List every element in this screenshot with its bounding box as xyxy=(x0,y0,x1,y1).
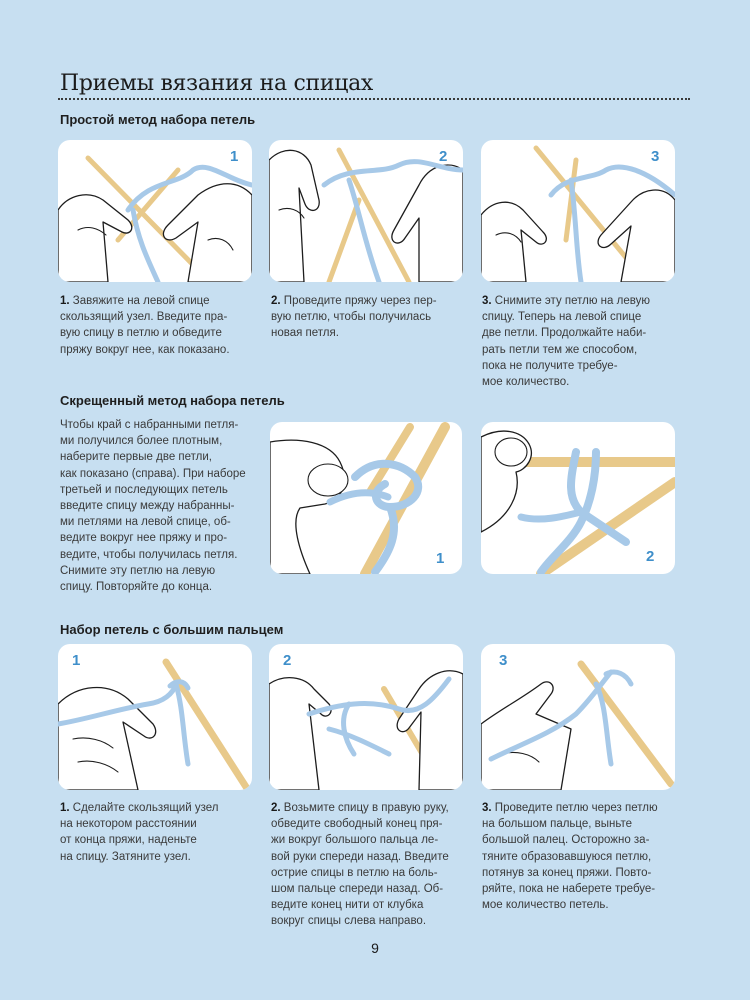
step-caption-thumb-3: 3. Проведите петлю через петлю на большо… xyxy=(482,802,658,912)
thumb-cast-on-illustration xyxy=(481,660,675,790)
illustration-card-crossed-1: 1 xyxy=(270,422,462,574)
crossed-loop-illustration xyxy=(270,422,450,574)
step-number: 1 xyxy=(72,652,81,669)
illustration-card-thumb-2: 2 xyxy=(269,644,463,790)
illustration-card-simple-3: 3 xyxy=(481,140,675,282)
knitting-hands-illustration xyxy=(269,147,463,282)
thumb-cast-on-illustration xyxy=(58,658,252,790)
illustration-card-thumb-3: 3 xyxy=(481,644,675,790)
illustration-card-thumb-1: 1 xyxy=(58,644,252,790)
step-number: 3 xyxy=(499,652,508,669)
page-number: 9 xyxy=(371,940,379,956)
crossed-method-description: Чтобы край с набранными петля- ми получи… xyxy=(60,419,246,594)
step-caption-simple-3: 3. Снимите эту петлю на левую спицу. Теп… xyxy=(482,295,650,389)
section-heading-simple-cast-on: Простой метод набора петель xyxy=(60,112,256,127)
step-number: 2 xyxy=(283,652,292,669)
knitting-hands-illustration xyxy=(481,145,675,282)
step-caption-thumb-1: 1. Сделайте скользящий узел на некотором… xyxy=(60,802,219,863)
section-heading-crossed-cast-on: Скрещенный метод набора петель xyxy=(60,393,285,408)
step-number: 1 xyxy=(436,550,445,567)
thumb-cast-on-illustration xyxy=(269,670,463,790)
knitting-hands-illustration xyxy=(58,155,252,282)
step-number: 1 xyxy=(230,148,239,165)
illustration-card-crossed-2: 2 xyxy=(481,422,675,574)
step-number: 3 xyxy=(651,148,660,165)
step-caption-thumb-2: 2. Возьмите спицу в правую руку, обведит… xyxy=(271,802,449,928)
illustration-card-simple-1: 1 xyxy=(58,140,252,282)
step-caption-simple-2: 2. Проведите пряжу через пер- вую петлю,… xyxy=(271,295,437,340)
title-divider xyxy=(58,98,690,100)
step-caption-simple-1: 1. Завяжите на левой спице скользящий уз… xyxy=(60,295,230,356)
page-title: Приемы вязания на спицах xyxy=(60,71,374,96)
crossed-loop-illustration xyxy=(481,430,675,574)
step-number: 2 xyxy=(439,148,448,165)
section-heading-thumb-cast-on: Набор петель с большим пальцем xyxy=(60,622,284,637)
step-number: 2 xyxy=(646,548,655,565)
illustration-card-simple-2: 2 xyxy=(269,140,463,282)
